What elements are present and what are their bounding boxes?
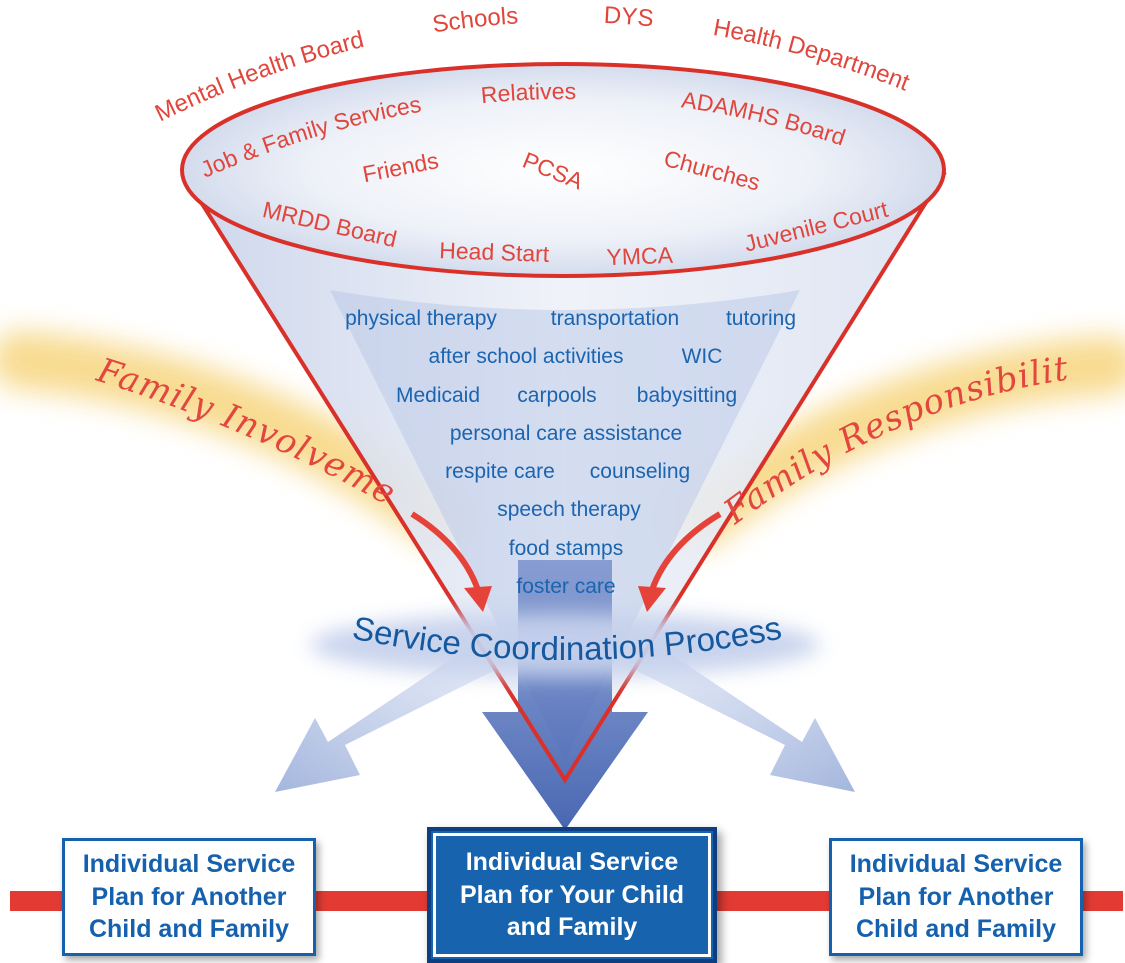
plan-box-right: Individual Service Plan for Another Chil… [829,838,1083,956]
agency-ymca: YMCA [606,242,674,270]
process-glow [310,613,820,677]
left-involvement-arrow [410,511,481,592]
plan-box-center: Individual Service Plan for Your Child a… [427,827,717,963]
service-item: babysitting [637,384,737,407]
service-item: personal care assistance [450,422,682,445]
plan-right-text: Individual Service Plan for Another Chil… [849,850,1063,944]
plan-left-text: Individual Service Plan for Another Chil… [82,850,296,944]
service-item: after school activities [429,345,624,368]
service-item: transportation [551,307,679,330]
agency-schools: Schools [431,2,519,38]
right-split-arrow [625,640,855,792]
agency-dys: DYS [603,2,655,33]
funnel-top-ellipse [180,62,946,278]
service-item: tutoring [726,307,796,330]
left-involvement-arrowhead [464,586,492,612]
agency-head-start: Head Start [439,237,550,267]
right-responsibility-arrow [649,511,722,592]
right-responsibility-arrowhead [638,586,666,612]
plan-box-left: Individual Service Plan for Another Chil… [62,838,316,956]
funnel-cone [182,170,945,778]
service-item: WIC [682,345,723,368]
left-split-arrow [275,640,505,792]
service-item: physical therapy [345,307,497,330]
service-item: foster care [516,575,615,598]
funnel-outline [180,170,947,784]
plan-center-text: Individual Service Plan for Your Child a… [459,848,685,942]
service-item: Medicaid [396,384,480,407]
service-item: carpools [517,384,596,407]
service-item: respite care [445,460,555,483]
funnel-inner-shade [330,290,800,760]
services-list: physical therapy transportation tutoring af… [345,307,796,598]
service-item: food stamps [509,537,623,560]
service-item: counseling [590,460,690,483]
service-item: speech therapy [497,498,641,521]
